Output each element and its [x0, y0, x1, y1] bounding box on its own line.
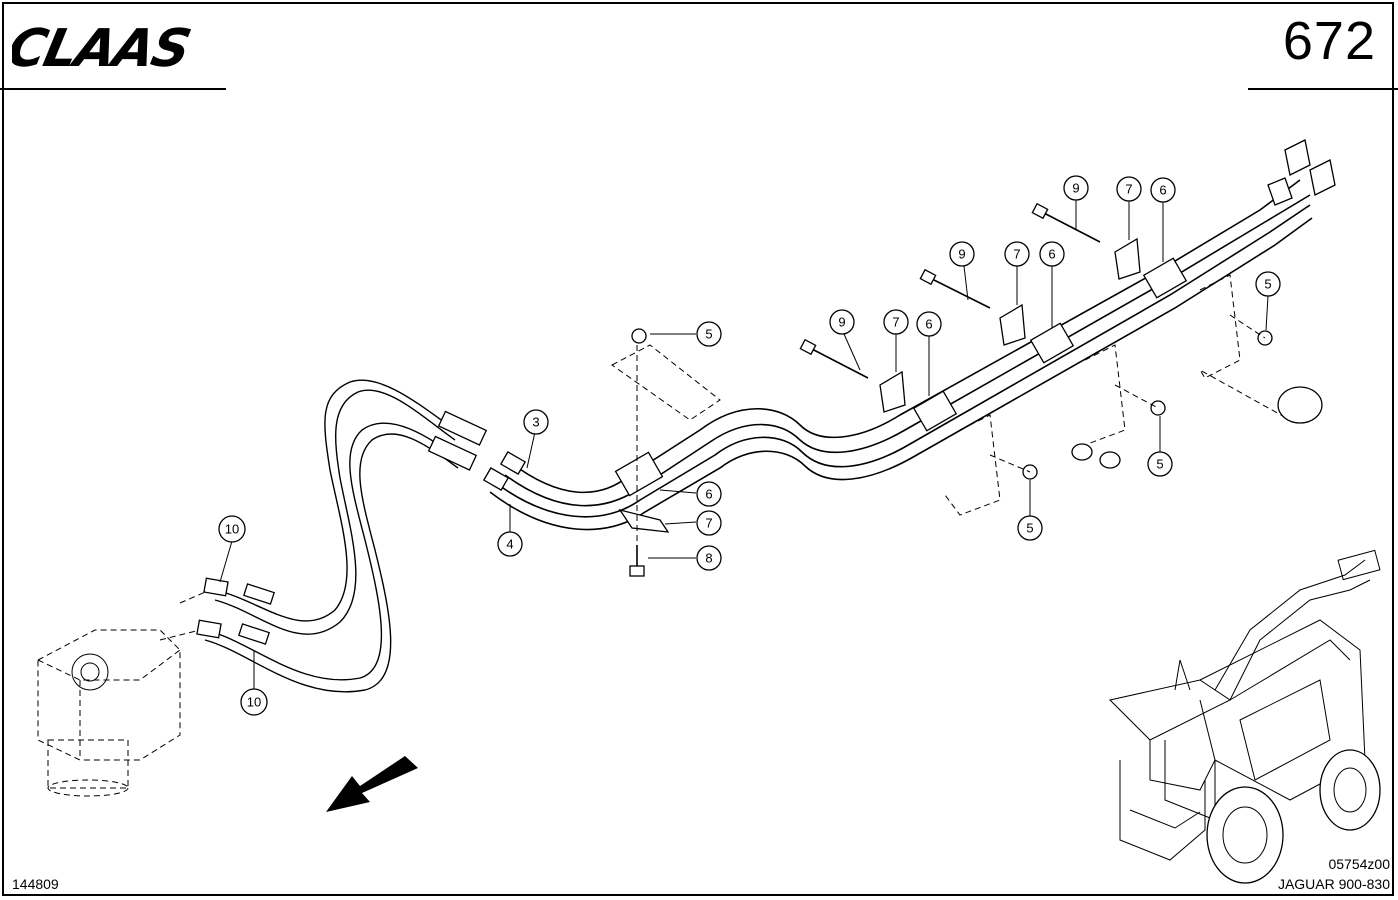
- clamp-blocks: [614, 257, 1188, 497]
- header-rule-left: [0, 88, 226, 90]
- callout-6-b: 6: [916, 311, 942, 337]
- svg-text:5: 5: [1026, 521, 1033, 536]
- header-rule-right: [1248, 88, 1398, 90]
- svg-text:9: 9: [958, 247, 965, 262]
- hose-fittings: [196, 410, 488, 645]
- svg-text:7: 7: [892, 315, 899, 330]
- callout-6-a: 6: [696, 481, 722, 507]
- svg-text:4: 4: [506, 537, 513, 552]
- svg-text:5: 5: [705, 327, 712, 342]
- callout-6-c: 6: [1039, 241, 1065, 267]
- svg-text:7: 7: [1013, 247, 1020, 262]
- svg-text:9: 9: [838, 315, 845, 330]
- bolts: [629, 202, 1101, 577]
- end-fittings: [1267, 139, 1336, 206]
- callout-7-a: 7: [696, 510, 722, 536]
- steel-pipes: [482, 179, 1313, 531]
- svg-text:5: 5: [1156, 457, 1163, 472]
- callout-5-d: 5: [1255, 271, 1281, 297]
- image-code: 05754z00: [1328, 856, 1390, 872]
- mounting-brackets: [611, 274, 1323, 545]
- hoses: [159, 379, 459, 693]
- svg-text:6: 6: [1159, 183, 1166, 198]
- svg-text:3: 3: [532, 415, 539, 430]
- page-number: 672: [1282, 11, 1376, 71]
- drawing-reference: 144809: [12, 876, 59, 892]
- svg-text:9: 9: [1072, 181, 1079, 196]
- svg-text:10: 10: [225, 522, 239, 537]
- svg-text:7: 7: [705, 516, 712, 531]
- callout-leaders: [219, 200, 1269, 689]
- svg-text:6: 6: [925, 317, 932, 332]
- brand-logo: CLAAS: [2, 14, 237, 81]
- callout-8: 8: [696, 545, 722, 571]
- callout-4: 4: [497, 531, 523, 557]
- callout-7-d: 7: [1116, 176, 1142, 202]
- model-name: JAGUAR 900-830: [1277, 876, 1390, 892]
- svg-text:6: 6: [1048, 247, 1055, 262]
- svg-text:5: 5: [1264, 277, 1271, 292]
- svg-text:8: 8: [705, 551, 712, 566]
- callout-9-b: 9: [949, 241, 975, 267]
- svg-text:6: 6: [705, 487, 712, 502]
- callout-3: 3: [523, 409, 549, 435]
- callout-9-c: 9: [1063, 175, 1089, 201]
- callout-5-b: 5: [1017, 515, 1043, 541]
- arrow-down-left-icon: [326, 756, 418, 812]
- svg-text:7: 7: [1125, 182, 1132, 197]
- callout-9-a: 9: [829, 309, 855, 335]
- svg-text:10: 10: [247, 695, 261, 710]
- brand-logo-text: CLAAS: [12, 19, 194, 76]
- callout-6-d: 6: [1150, 177, 1176, 203]
- clamp-halves: [618, 237, 1141, 533]
- nuts: [631, 328, 1273, 480]
- callout-10-a: 10: [218, 515, 246, 543]
- callout-10-b: 10: [240, 688, 268, 716]
- callout-7-c: 7: [1004, 241, 1030, 267]
- hydraulic-pump: [37, 629, 181, 797]
- callout-7-b: 7: [883, 309, 909, 335]
- callout-5-a: 5: [696, 321, 722, 347]
- callout-5-c: 5: [1147, 451, 1173, 477]
- forage-harvester-icon: [1109, 549, 1381, 884]
